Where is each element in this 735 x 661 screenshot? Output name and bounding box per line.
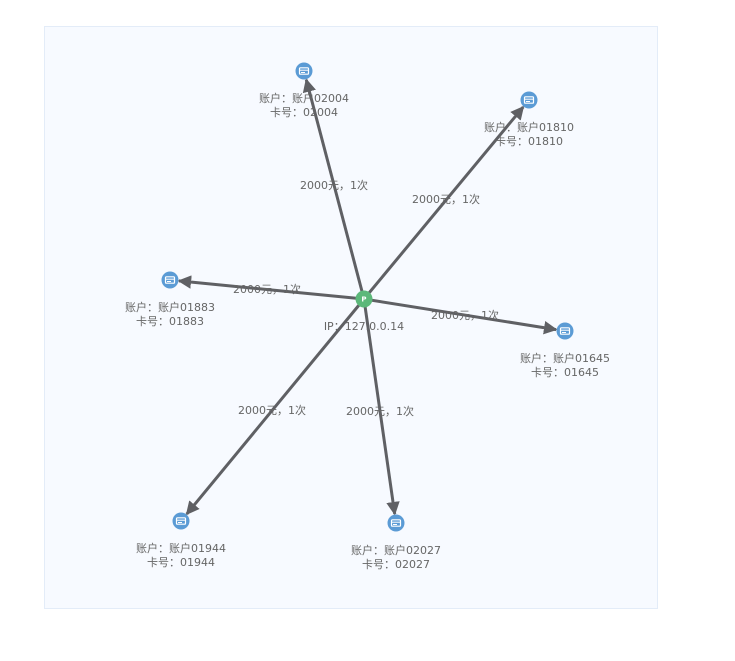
edge-label: 2000元，1次 bbox=[233, 282, 301, 296]
ip-node-icon bbox=[355, 290, 373, 308]
card-icon bbox=[387, 514, 405, 532]
transfer-edge[interactable] bbox=[362, 105, 525, 300]
card-icon bbox=[556, 322, 574, 340]
account-label: 账户：账户02004 bbox=[259, 91, 349, 105]
card-icon bbox=[161, 271, 179, 289]
account-label: 账户：账户01883 bbox=[125, 300, 215, 314]
account-label: 账户：账户01645 bbox=[520, 351, 610, 365]
card-label: 卡号：01810 bbox=[495, 135, 563, 148]
edges: 2000元，1次 2000元，1次 2000元，1次 2000元，1次 2000元，1次… bbox=[177, 78, 558, 516]
transfer-edge[interactable] bbox=[363, 297, 558, 335]
edge-label: 2000元，1次 bbox=[431, 308, 499, 322]
transfer-edge[interactable] bbox=[302, 78, 366, 300]
card-label: 卡号：01883 bbox=[136, 315, 204, 328]
card-label: 卡号：02027 bbox=[362, 558, 430, 571]
card-icon bbox=[172, 512, 190, 530]
ip-label: IP：127.0.0.14 bbox=[324, 320, 404, 333]
edge-label: 2000元，1次 bbox=[412, 192, 480, 206]
card-label: 卡号：01645 bbox=[531, 366, 599, 379]
transfer-edge[interactable] bbox=[177, 275, 365, 301]
card-label: 卡号：01944 bbox=[147, 556, 215, 569]
account-label: 账户：账户01944 bbox=[136, 541, 226, 555]
transfer-edge[interactable] bbox=[362, 298, 400, 516]
account-label: 账户：账户01810 bbox=[484, 120, 574, 134]
card-icon bbox=[520, 91, 538, 109]
edge-label: 2000元，1次 bbox=[300, 178, 368, 192]
edge-label: 2000元，1次 bbox=[238, 403, 306, 417]
card-label: 卡号：02004 bbox=[270, 106, 338, 119]
account-label: 账户：账户02027 bbox=[351, 543, 441, 557]
nodes: 账户：账户02004卡号：02004账户：账户01810卡号：01810账户：账… bbox=[125, 62, 610, 572]
card-icon bbox=[295, 62, 313, 80]
transfer-edge[interactable] bbox=[185, 298, 366, 516]
ip-node-letter: P bbox=[361, 296, 366, 304]
ip-node[interactable]: P IP：127.0.0.14 bbox=[324, 290, 404, 334]
edge-label: 2000元，1次 bbox=[346, 404, 414, 418]
graph-canvas bbox=[44, 26, 658, 609]
